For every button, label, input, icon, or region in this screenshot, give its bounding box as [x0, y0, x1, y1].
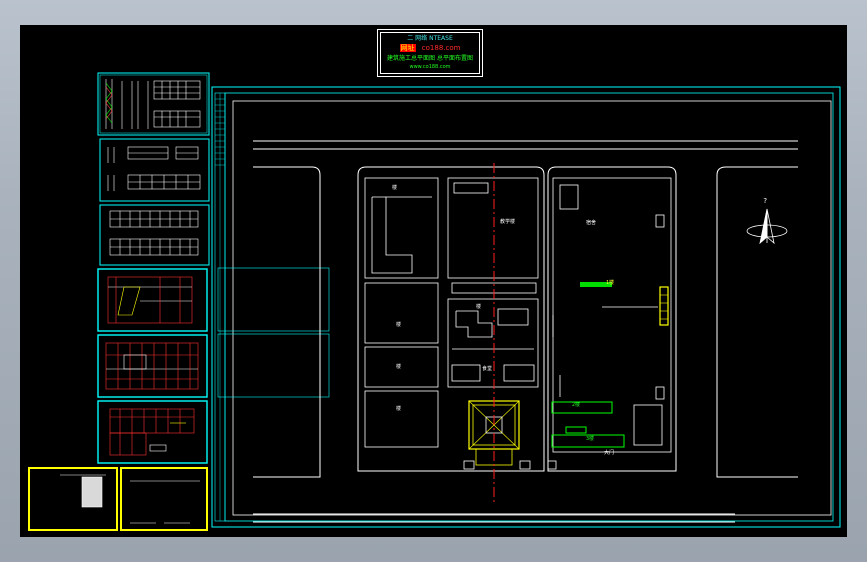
thumbnail-sheet-6[interactable]	[98, 401, 207, 463]
title-block: 二 网络 NTEASE 网址 co188.com 建筑施工总平面图 总平面布置图…	[377, 29, 483, 77]
thumbnail-sheet-2[interactable]	[100, 139, 209, 201]
label-block-w2: 楼	[396, 364, 402, 370]
label-block-w3: 楼	[396, 406, 402, 412]
label-east-bottom-2: 3楼	[586, 436, 595, 442]
title-site: co188.com	[421, 44, 461, 52]
label-green: 1楼	[606, 280, 615, 286]
label-block-center-low: 食堂	[482, 366, 493, 372]
label-east-bottom-3: 大门	[604, 450, 615, 456]
compass-letter: ?	[763, 197, 768, 205]
title-line-2: 网址 co188.com	[378, 44, 482, 52]
cad-viewport[interactable]: 二 网络 NTEASE 网址 co188.com 建筑施工总平面图 总平面布置图…	[20, 25, 847, 537]
title-line-4: www.co188.com	[409, 64, 451, 70]
cover-sheet-b[interactable]	[121, 468, 207, 530]
thumbnail-sheets	[28, 72, 210, 531]
buildings	[364, 177, 672, 470]
label-block-nw: 楼	[392, 185, 398, 191]
thumbnail-sheet-1[interactable]	[98, 73, 209, 135]
label-block-e: 宿舍	[586, 220, 597, 226]
thumbnail-sheet-3[interactable]	[100, 205, 209, 265]
drawing-layer	[28, 72, 841, 531]
plan-frames	[211, 86, 841, 528]
label-block-n-center: 教学楼	[500, 219, 516, 225]
label-block-w1: 楼	[396, 322, 402, 328]
title-line-3: 建筑施工总平面图 总平面布置图	[387, 55, 473, 62]
highlight-objects	[468, 282, 669, 466]
north-arrow-icon	[746, 208, 788, 245]
title-line-1: 二 网络 NTEASE	[407, 35, 453, 42]
roads	[253, 140, 798, 523]
label-block-center: 楼	[476, 304, 482, 310]
thumbnail-sheet-5[interactable]	[98, 335, 207, 397]
label-east-bottom-1: 2楼	[572, 402, 581, 408]
thumbnail-sheet-4[interactable]	[98, 269, 207, 331]
title-site-label: 网址	[399, 44, 416, 52]
cover-sheet-a[interactable]	[29, 468, 117, 530]
